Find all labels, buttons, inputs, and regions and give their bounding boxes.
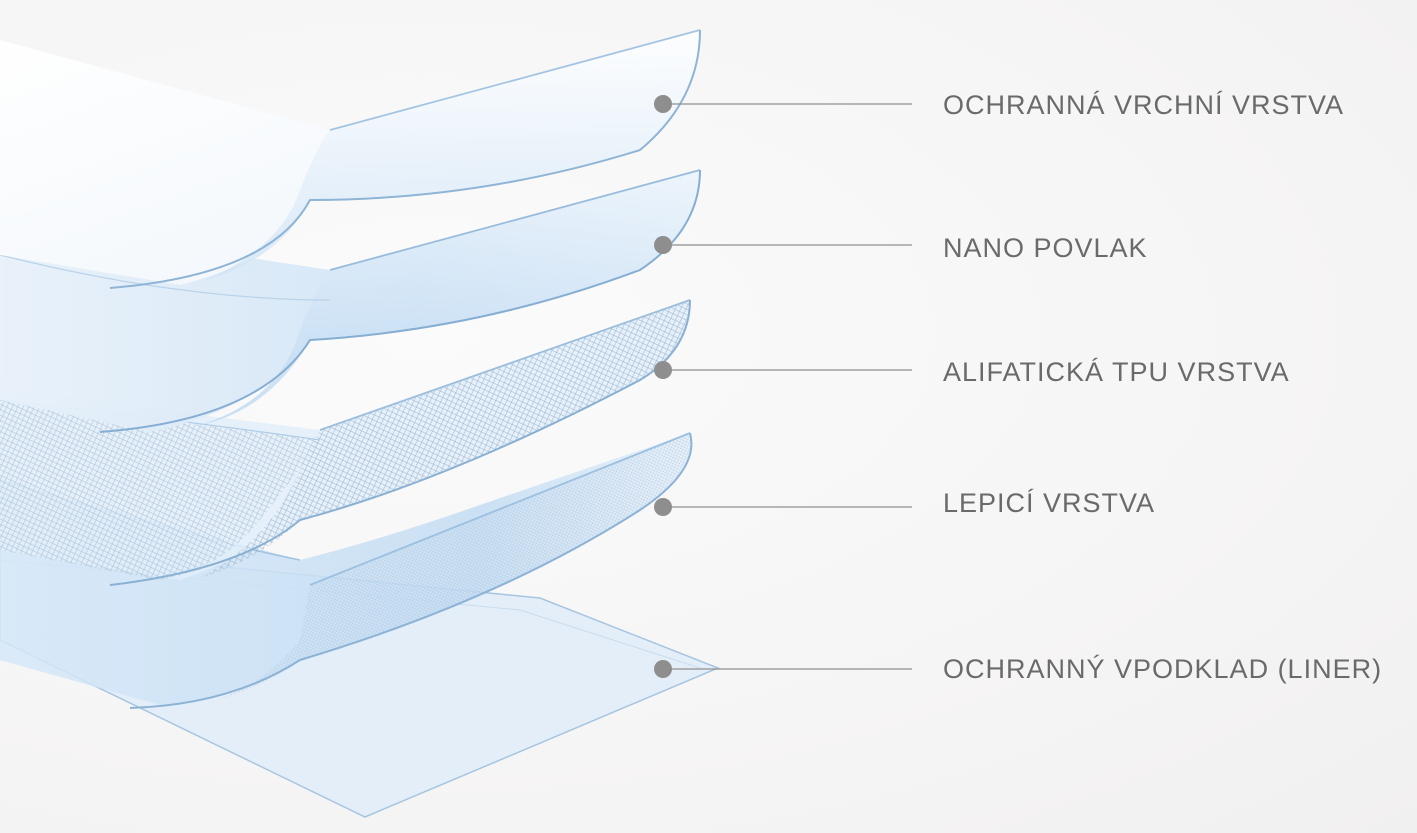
leader-dot-top <box>654 95 672 113</box>
label-nano-coating: NANO POVLAK <box>943 233 1148 263</box>
leader-dot-tpu <box>654 361 672 379</box>
label-adhesive-layer: LEPICÍ VRSTVA <box>943 488 1156 518</box>
tpu-layer-film <box>0 299 691 586</box>
leader-dot-nano <box>654 236 672 254</box>
leader-line-top <box>654 95 912 113</box>
leader-line-nano <box>654 236 912 254</box>
leader-line-tpu <box>654 361 912 379</box>
leader-dot-liner <box>654 660 672 678</box>
leader-line-liner <box>654 660 912 678</box>
label-tpu-layer: ALIFATICKÁ TPU VRSTVA <box>943 357 1290 387</box>
leader-line-adhesive <box>654 498 912 516</box>
nano-layer-film <box>0 169 701 433</box>
leader-dot-adhesive <box>654 498 672 516</box>
label-liner: OCHRANNÝ VPODKLAD (LINER) <box>943 654 1383 684</box>
label-top-protective-layer: OCHRANNÁ VRCHNÍ VRSTVA <box>943 90 1345 120</box>
top-protective-layer-film <box>0 29 701 289</box>
